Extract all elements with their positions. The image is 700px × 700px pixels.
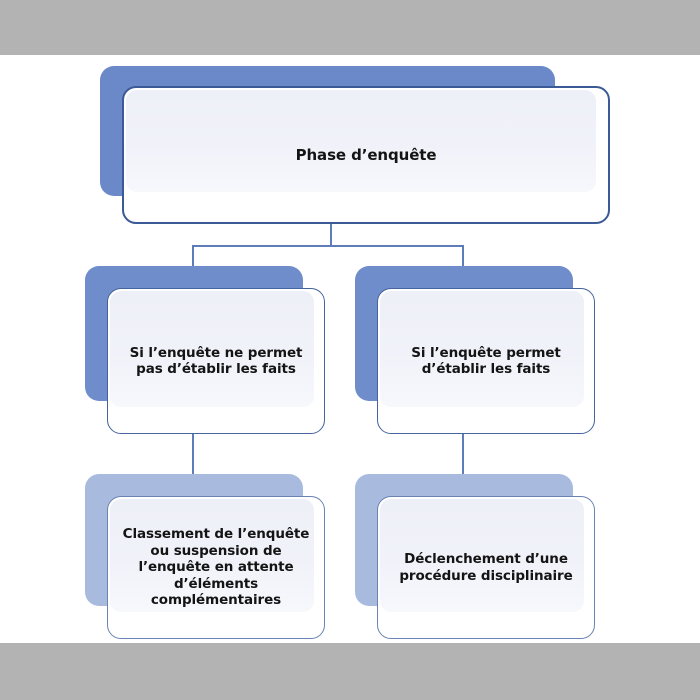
node-card[interactable]: Classement de l’enquête ou suspension de… xyxy=(107,496,325,639)
connector-split-horizontal xyxy=(192,245,464,247)
node-procedure-disciplinaire[interactable]: Déclenchement d’une procédure disciplina… xyxy=(355,474,595,639)
top-gray-band xyxy=(0,0,700,55)
connector-right-branch-to-outcome xyxy=(462,430,464,480)
node-card[interactable]: Si l’enquête ne permet pas d’établir les… xyxy=(107,288,325,434)
node-label: Classement de l’enquête ou suspension de… xyxy=(122,526,310,609)
node-label: Phase d’enquête xyxy=(295,145,437,164)
node-label: Déclenchement d’une procédure disciplina… xyxy=(399,551,573,584)
node-classement-suspension[interactable]: Classement de l’enquête ou suspension de… xyxy=(85,474,325,639)
node-inner-panel xyxy=(126,90,596,192)
connector-left-branch-to-outcome xyxy=(192,430,194,480)
node-enquete-ne-permet-pas[interactable]: Si l’enquête ne permet pas d’établir les… xyxy=(85,266,325,434)
node-enquete-permet[interactable]: Si l’enquête permet d’établir les faits xyxy=(355,266,595,434)
node-label: Si l’enquête ne permet pas d’établir les… xyxy=(129,344,303,377)
connector-split-right-drop xyxy=(462,245,464,270)
connector-split-left-drop xyxy=(192,245,194,270)
node-phase-enquete[interactable]: Phase d’enquête xyxy=(100,66,610,224)
node-label: Si l’enquête permet d’établir les faits xyxy=(411,344,561,377)
bottom-gray-band xyxy=(0,643,700,700)
node-card[interactable]: Phase d’enquête xyxy=(122,86,610,224)
node-card[interactable]: Si l’enquête permet d’établir les faits xyxy=(377,288,595,434)
node-card[interactable]: Déclenchement d’une procédure disciplina… xyxy=(377,496,595,639)
